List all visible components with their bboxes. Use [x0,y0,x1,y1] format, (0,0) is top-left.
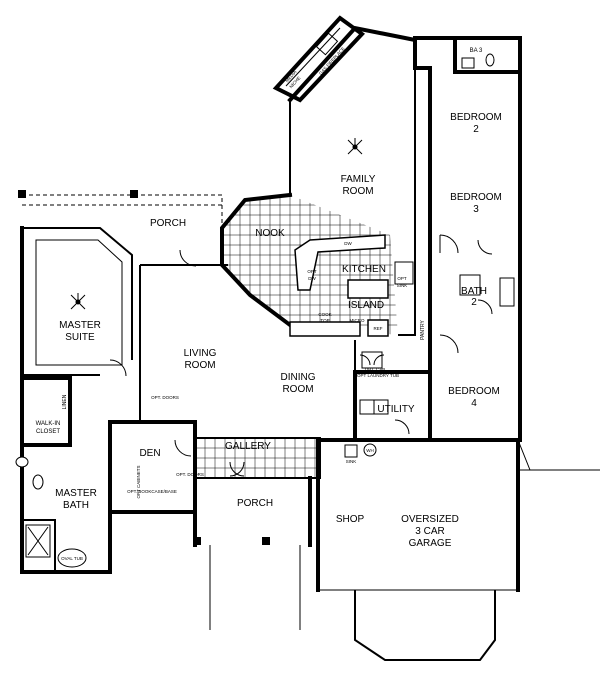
label-bath2-2: 2 [471,297,477,308]
label-bedroom2-1: BEDROOM [450,112,502,123]
wall-nook [220,192,293,328]
label-walk-in-closet-1: WALK-IN [36,421,61,427]
bath2-sink-icon [459,274,481,296]
label-ba3: BA 3 [470,48,483,54]
label-living-room-1: LIVING [184,348,217,359]
note-opt-cab: OPT. CAB [365,367,386,372]
note-cook-top-2: TOP [320,318,329,323]
rear-porch-outline [22,194,223,228]
master-tray [35,239,123,366]
label-nook: NOOK [255,228,285,239]
exterior-walls [20,15,600,661]
label-master-bath-2: BATH [63,500,89,511]
note-opt-sink-2: SINK [397,283,408,288]
note-cook-top-1: COOK [318,312,331,317]
note-opt-doors-living: OPT. DOORS [151,395,179,400]
note-linen: LINEN [62,394,68,409]
island-counter [347,279,389,299]
label-gallery: GALLERY [225,441,271,452]
front-post-2 [262,537,270,545]
utility-fixtures [344,351,389,458]
wall-master-top [22,227,133,360]
wall-den [108,420,197,514]
wall-front-porch [193,476,312,547]
label-garage-1: OVERSIZED [401,514,459,525]
driveway [517,439,600,471]
note-wh: WH [366,448,374,453]
label-dining-room-1: DINING [281,372,316,383]
sink-box [344,444,358,458]
opt-sink-box [394,261,414,285]
label-master-bath-1: MASTER [55,488,97,499]
label-bedroom4-2: 4 [471,398,477,409]
note-dw: DW [344,241,352,246]
note-sink: SINK [346,459,357,464]
note-opt-dw-1: OPT [307,269,317,274]
wall-garage-bump [354,590,496,661]
note-micro: MICRO [350,318,365,323]
water-heater-icon [363,443,377,457]
label-bath2-1: BATH [461,286,487,297]
wall-kitchen-right [398,235,416,336]
label-living-room-2: ROOM [184,360,215,371]
note-opt-sink-1: OPT [397,276,407,281]
label-bedroom3-2: 3 [473,204,479,215]
note-opt-laundry-tub: OPT LAUNDRY TUB [357,373,399,378]
porch-post-2 [130,190,138,198]
ba3-sink-icon [461,57,475,69]
porch-post-1 [18,190,26,198]
label-walk-in-closet-2: CLOSET [36,429,60,435]
note-opt-doors-den: OPT. DOORS [176,472,204,477]
ba3-toilet-icon [485,53,495,67]
gallery-tile [195,438,320,478]
note-opt-cabinets: OPT CABINETS [136,466,141,499]
label-bedroom3-1: BEDROOM [450,192,502,203]
note-ref: REF [374,326,383,331]
dryer-icon [373,399,389,415]
label-dining-room-2: ROOM [282,384,313,395]
label-den: DEN [139,448,160,459]
cooktop-counter [289,321,361,337]
label-family-room-2: ROOM [342,186,373,197]
oval-tub-icon [57,548,87,568]
fireplace-niche [272,15,366,103]
bath-fixtures [15,53,515,568]
label-porch-rear: PORCH [150,218,186,229]
wall-bedroom-inner [413,66,432,442]
wall-bath3 [453,36,522,74]
toilet-icon [32,474,44,490]
note-opt-dw-2: DW [308,276,316,281]
sink-icon [15,456,29,468]
label-utility: UTILITY [377,404,415,415]
label-master-suite-2: SUITE [65,332,95,343]
label-kitchen: KITCHEN [342,264,386,275]
kitchen-counters [289,234,414,337]
note-gas-fireplace: GAS FIREPLACE [318,46,346,76]
label-bedroom4-1: BEDROOM [448,386,500,397]
note-pantry: PANTRY [420,319,426,339]
wall-closet [20,376,72,447]
label-family-room-1: FAMILY [341,174,376,185]
refrigerator [367,319,389,337]
bath2-tub-icon [499,277,515,307]
front-post-1 [193,537,201,545]
label-garage-2: 3 CAR [415,526,444,537]
opt-cab-icon [361,351,383,369]
label-master-suite-1: MASTER [59,320,101,331]
label-bedroom2-2: 2 [473,124,479,135]
note-oval-tub: OVAL TUB [61,556,83,561]
ceiling-fan-icon [347,138,363,155]
label-garage-3: GARAGE [409,538,452,549]
front-porch-steps [209,545,301,630]
note-opt-bookcase: OPT. BOOKCASE/BASE [127,489,177,494]
label-porch-front: PORCH [237,498,273,509]
wall-bath-tub [22,519,56,572]
label-shop: SHOP [336,514,365,525]
label-island: ISLAND [348,300,384,311]
doors [109,234,493,477]
washer-icon [359,399,375,415]
ceiling-fan-icon [70,293,86,310]
